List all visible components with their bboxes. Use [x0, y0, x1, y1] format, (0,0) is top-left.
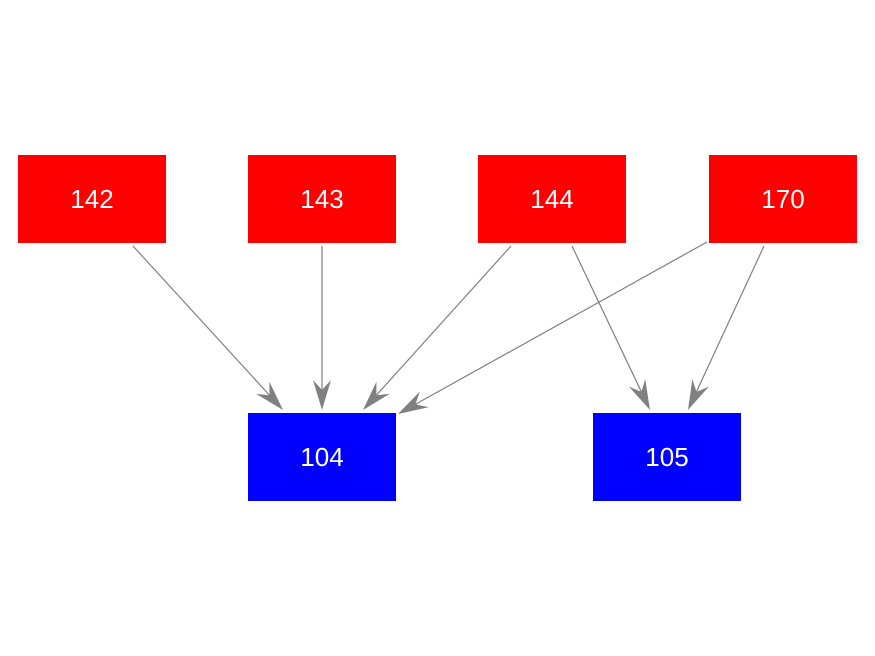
arrowhead-170-104	[398, 391, 429, 414]
edge-144-105	[571, 245, 642, 393]
edge-144-104	[375, 245, 512, 396]
node-label: 170	[761, 183, 805, 214]
node-170: 170	[709, 155, 857, 243]
node-144: 144	[478, 155, 626, 243]
node-label: 142	[70, 183, 114, 214]
node-104: 104	[248, 413, 396, 501]
edge-170-105	[695, 245, 765, 393]
node-label: 144	[530, 183, 574, 214]
node-label: 105	[645, 441, 689, 472]
arrowhead-142-104	[256, 381, 283, 410]
arrowhead-143-104	[313, 380, 331, 410]
edge-170-104	[415, 241, 708, 405]
arrowhead-170-105	[688, 379, 709, 410]
node-label: 104	[300, 441, 344, 472]
node-143: 143	[248, 155, 396, 243]
node-105: 105	[593, 413, 741, 501]
arrowhead-144-104	[363, 381, 390, 410]
arrowhead-144-105	[629, 379, 650, 410]
edge-142-104	[132, 245, 270, 396]
node-label: 143	[300, 183, 344, 214]
node-142: 142	[18, 155, 166, 243]
